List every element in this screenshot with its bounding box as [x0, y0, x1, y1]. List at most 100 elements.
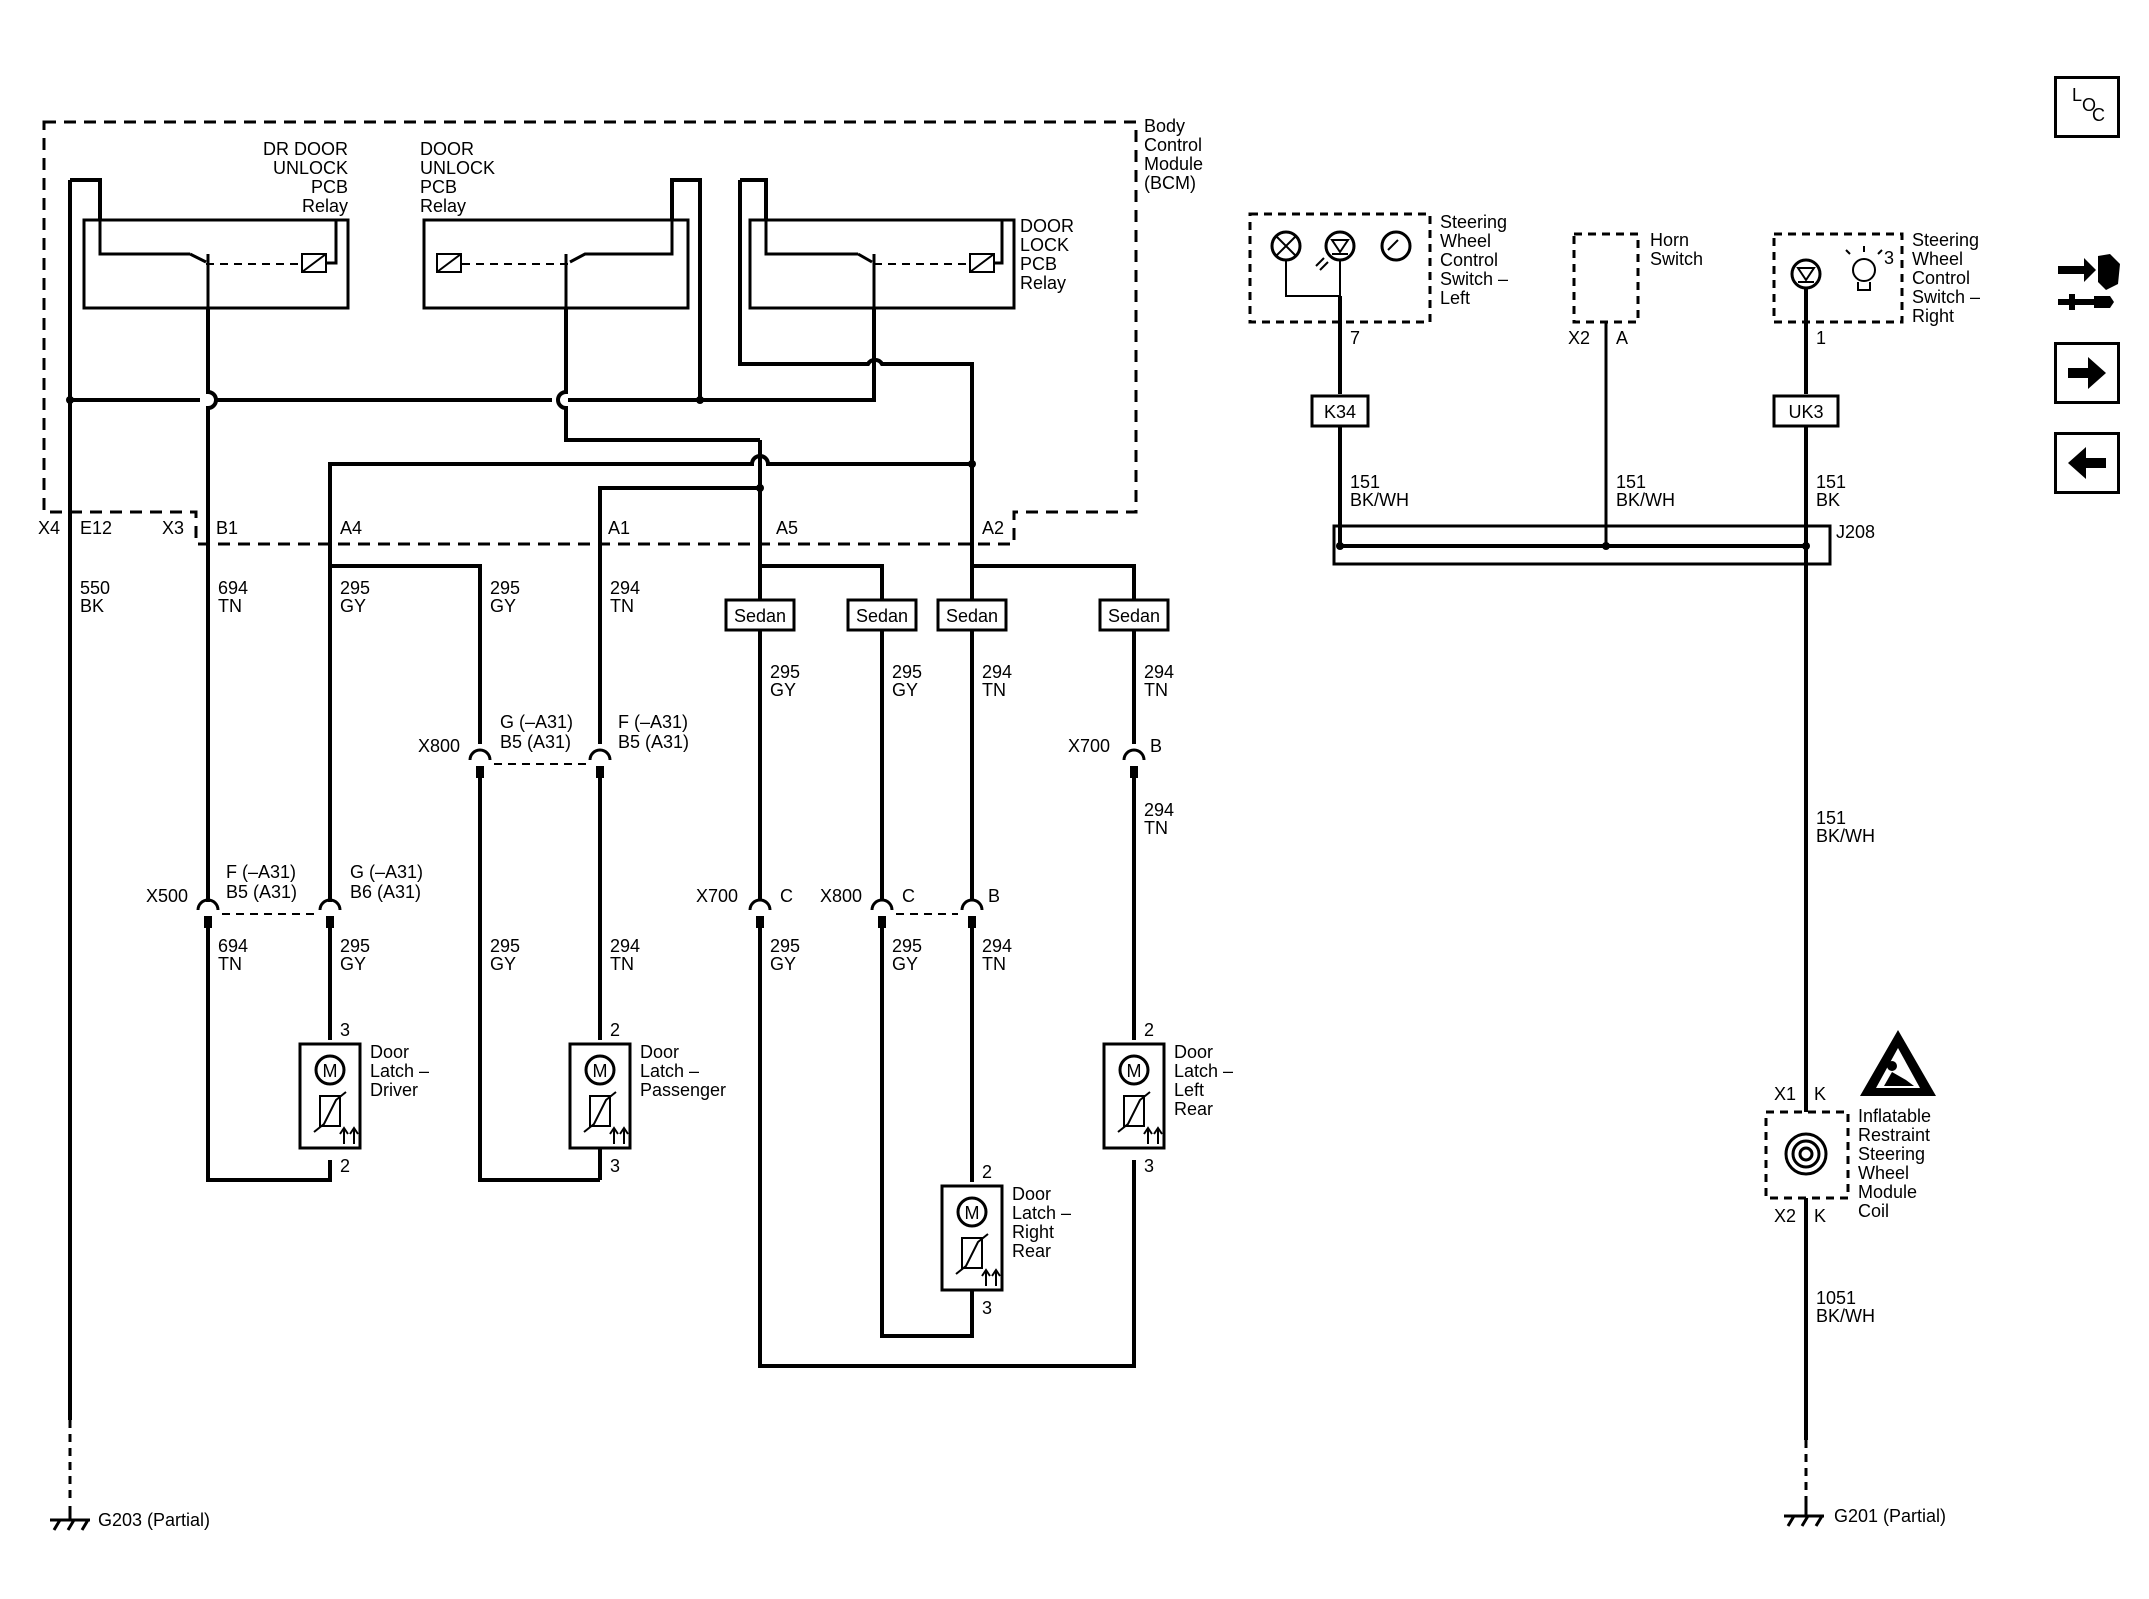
- svg-text:X4: X4: [38, 518, 60, 538]
- svg-text:X2: X2: [1774, 1206, 1796, 1226]
- svg-text:1051: 1051: [1816, 1288, 1856, 1308]
- svg-text:151: 151: [1816, 808, 1846, 828]
- svg-text:F (–A31): F (–A31): [226, 862, 296, 882]
- svg-text:TN: TN: [1144, 818, 1168, 838]
- svg-text:295: 295: [770, 662, 800, 682]
- svg-text:GY: GY: [892, 680, 918, 700]
- svg-text:M: M: [323, 1061, 338, 1081]
- svg-text:Sedan: Sedan: [946, 606, 998, 626]
- location-view-button[interactable]: L O C: [2054, 76, 2120, 138]
- svg-text:C: C: [902, 886, 915, 906]
- svg-text:UK3: UK3: [1788, 402, 1823, 422]
- svg-text:X800: X800: [418, 736, 460, 756]
- airbag-warning-icon: [1860, 1030, 1936, 1096]
- svg-text:B5 (A31): B5 (A31): [226, 882, 297, 902]
- svg-text:M: M: [593, 1061, 608, 1081]
- svg-text:E12: E12: [80, 518, 112, 538]
- svg-text:X700: X700: [1068, 736, 1110, 756]
- x500-connector: X500 F (–A31) B5 (A31) G (–A31) B6 (A31): [146, 862, 423, 928]
- svg-text:GY: GY: [770, 954, 796, 974]
- forward-arrow-icon: [2068, 357, 2106, 389]
- svg-text:B: B: [1150, 736, 1162, 756]
- wire-295-gy-mid: [330, 564, 482, 744]
- svg-text:A5: A5: [776, 518, 798, 538]
- bcm-boundary: [42, 120, 1138, 546]
- svg-text:3: 3: [1144, 1156, 1154, 1176]
- svg-text:X3: X3: [162, 518, 184, 538]
- svg-text:BK: BK: [1816, 490, 1840, 510]
- svg-text:Sedan: Sedan: [734, 606, 786, 626]
- svg-text:694: 694: [218, 936, 248, 956]
- svg-text:F (–A31): F (–A31): [618, 712, 688, 732]
- svg-text:X800: X800: [820, 886, 862, 906]
- svg-text:295: 295: [892, 936, 922, 956]
- svg-text:294: 294: [610, 578, 640, 598]
- svg-text:TN: TN: [982, 954, 1006, 974]
- ground-g203: G203 (Partial): [50, 1506, 210, 1531]
- svg-text:GY: GY: [340, 954, 366, 974]
- next-page-button[interactable]: [2054, 342, 2120, 404]
- svg-text:A: A: [1616, 328, 1628, 348]
- svg-text:TN: TN: [610, 954, 634, 974]
- svg-text:295: 295: [340, 936, 370, 956]
- previous-page-button[interactable]: [2054, 432, 2120, 494]
- svg-text:G (–A31): G (–A31): [500, 712, 573, 732]
- svg-text:GY: GY: [892, 954, 918, 974]
- svg-text:GY: GY: [770, 680, 796, 700]
- svg-text:294: 294: [982, 936, 1012, 956]
- svg-text:X500: X500: [146, 886, 188, 906]
- svg-text:294: 294: [1144, 800, 1174, 820]
- svg-text:295: 295: [490, 936, 520, 956]
- svg-text:A2: A2: [982, 518, 1004, 538]
- svg-text:Sedan: Sedan: [1108, 606, 1160, 626]
- x800-top-connector: X800 G (–A31) B5 (A31) F (–A31) B5 (A31): [418, 712, 689, 778]
- svg-text:GY: GY: [340, 596, 366, 616]
- svg-text:A1: A1: [608, 518, 630, 538]
- svg-text:O: O: [2082, 95, 2096, 115]
- svg-text:K34: K34: [1324, 402, 1356, 422]
- bcm-pins: X4 E12 X3 B1 A4 A1 A5 A2: [38, 518, 1004, 538]
- splice-j208: J208: [1332, 522, 1875, 566]
- svg-text:694: 694: [218, 578, 248, 598]
- loc-icon: L O C: [2072, 87, 2105, 125]
- svg-text:1: 1: [1816, 328, 1826, 348]
- svg-text:TN: TN: [610, 596, 634, 616]
- svg-text:2: 2: [340, 1156, 350, 1176]
- svg-text:L: L: [2072, 87, 2082, 105]
- svg-text:3: 3: [982, 1298, 992, 1318]
- svg-text:GY: GY: [490, 954, 516, 974]
- svg-text:BK: BK: [80, 596, 104, 616]
- svg-text:TN: TN: [1144, 680, 1168, 700]
- svg-text:Sedan: Sedan: [856, 606, 908, 626]
- svg-text:B: B: [988, 886, 1000, 906]
- k34-box: [1310, 394, 1370, 428]
- svg-text:2: 2: [982, 1162, 992, 1182]
- svg-text:J208: J208: [1836, 522, 1875, 542]
- svg-text:M: M: [1127, 1061, 1142, 1081]
- svg-text:294: 294: [1144, 662, 1174, 682]
- svg-text:TN: TN: [218, 596, 242, 616]
- svg-text:C: C: [780, 886, 793, 906]
- svg-text:X2: X2: [1568, 328, 1590, 348]
- connector-view-button[interactable]: [2054, 244, 2124, 324]
- bcm-power-bus: [70, 178, 102, 220]
- svg-text:295: 295: [490, 578, 520, 598]
- svg-text:G (–A31): G (–A31): [350, 862, 423, 882]
- svg-text:TN: TN: [982, 680, 1006, 700]
- svg-text:7: 7: [1350, 328, 1360, 348]
- back-arrow-icon: [2068, 447, 2106, 479]
